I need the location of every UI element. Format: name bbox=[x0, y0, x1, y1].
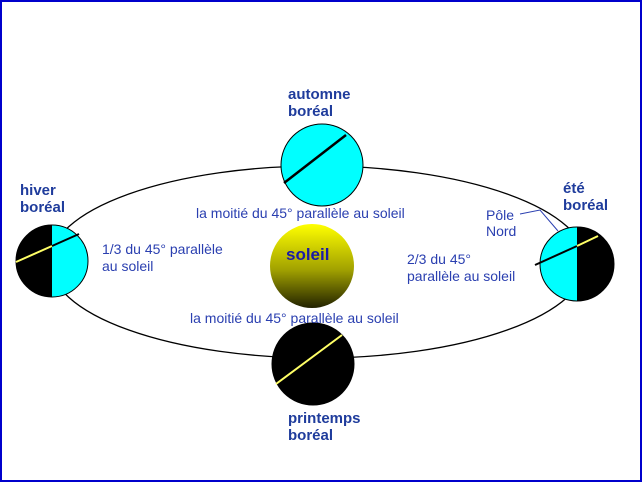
season-winter-label: hiver boréal bbox=[20, 182, 65, 216]
season-winter-line2: boréal bbox=[20, 199, 66, 216]
parallel-45-autumn bbox=[283, 134, 347, 184]
north-pole-line2: Nord bbox=[486, 223, 517, 239]
season-summer-label: été boréal bbox=[563, 180, 608, 214]
parallel-45-summer-lit bbox=[534, 245, 578, 266]
north-pole-line1: Pôle bbox=[486, 207, 515, 223]
season-summer-line1: été bbox=[563, 180, 585, 197]
north-pole-pointer bbox=[519, 209, 559, 232]
earth-summer bbox=[534, 226, 615, 302]
parallel-45-spring bbox=[275, 334, 343, 385]
season-spring-line1: printemps bbox=[288, 410, 361, 427]
note-spring-half: la moitié du 45° parallèle au soleil bbox=[190, 310, 399, 326]
note-summer-two-thirds-line1: 2/3 du 45° bbox=[407, 251, 471, 267]
season-summer-line2: boréal bbox=[563, 197, 609, 214]
earth-winter bbox=[15, 224, 89, 298]
note-autumn-half: la moitié du 45° parallèle au soleil bbox=[196, 205, 405, 221]
north-pole-label: Pôle Nord bbox=[486, 207, 516, 239]
parallel-45-winter-lit bbox=[51, 233, 80, 247]
parallel-45-winter-dark bbox=[15, 245, 53, 263]
note-summer-two-thirds-line2: parallèle au soleil bbox=[407, 268, 516, 284]
season-autumn-line1: automne bbox=[288, 86, 351, 103]
season-winter-line1: hiver bbox=[20, 182, 56, 199]
season-spring-label: printemps boréal bbox=[288, 410, 361, 444]
season-spring-line2: boréal bbox=[288, 427, 334, 444]
sun-label: soleil bbox=[286, 245, 330, 264]
note-winter-third-line1: 1/3 du 45° parallèle bbox=[102, 241, 223, 257]
note-winter-third: 1/3 du 45° parallèle au soleil bbox=[102, 241, 223, 275]
earth-spring bbox=[271, 322, 355, 406]
note-winter-third-line2: au soleil bbox=[102, 258, 154, 274]
parallel-45-summer-dark bbox=[576, 235, 599, 247]
season-autumn-label: automne boréal bbox=[288, 86, 351, 120]
season-autumn-line2: boréal bbox=[288, 103, 334, 120]
note-summer-two-thirds: 2/3 du 45° parallèle au soleil bbox=[407, 251, 515, 285]
earth-autumn bbox=[280, 123, 364, 207]
sun-disc bbox=[270, 224, 354, 308]
